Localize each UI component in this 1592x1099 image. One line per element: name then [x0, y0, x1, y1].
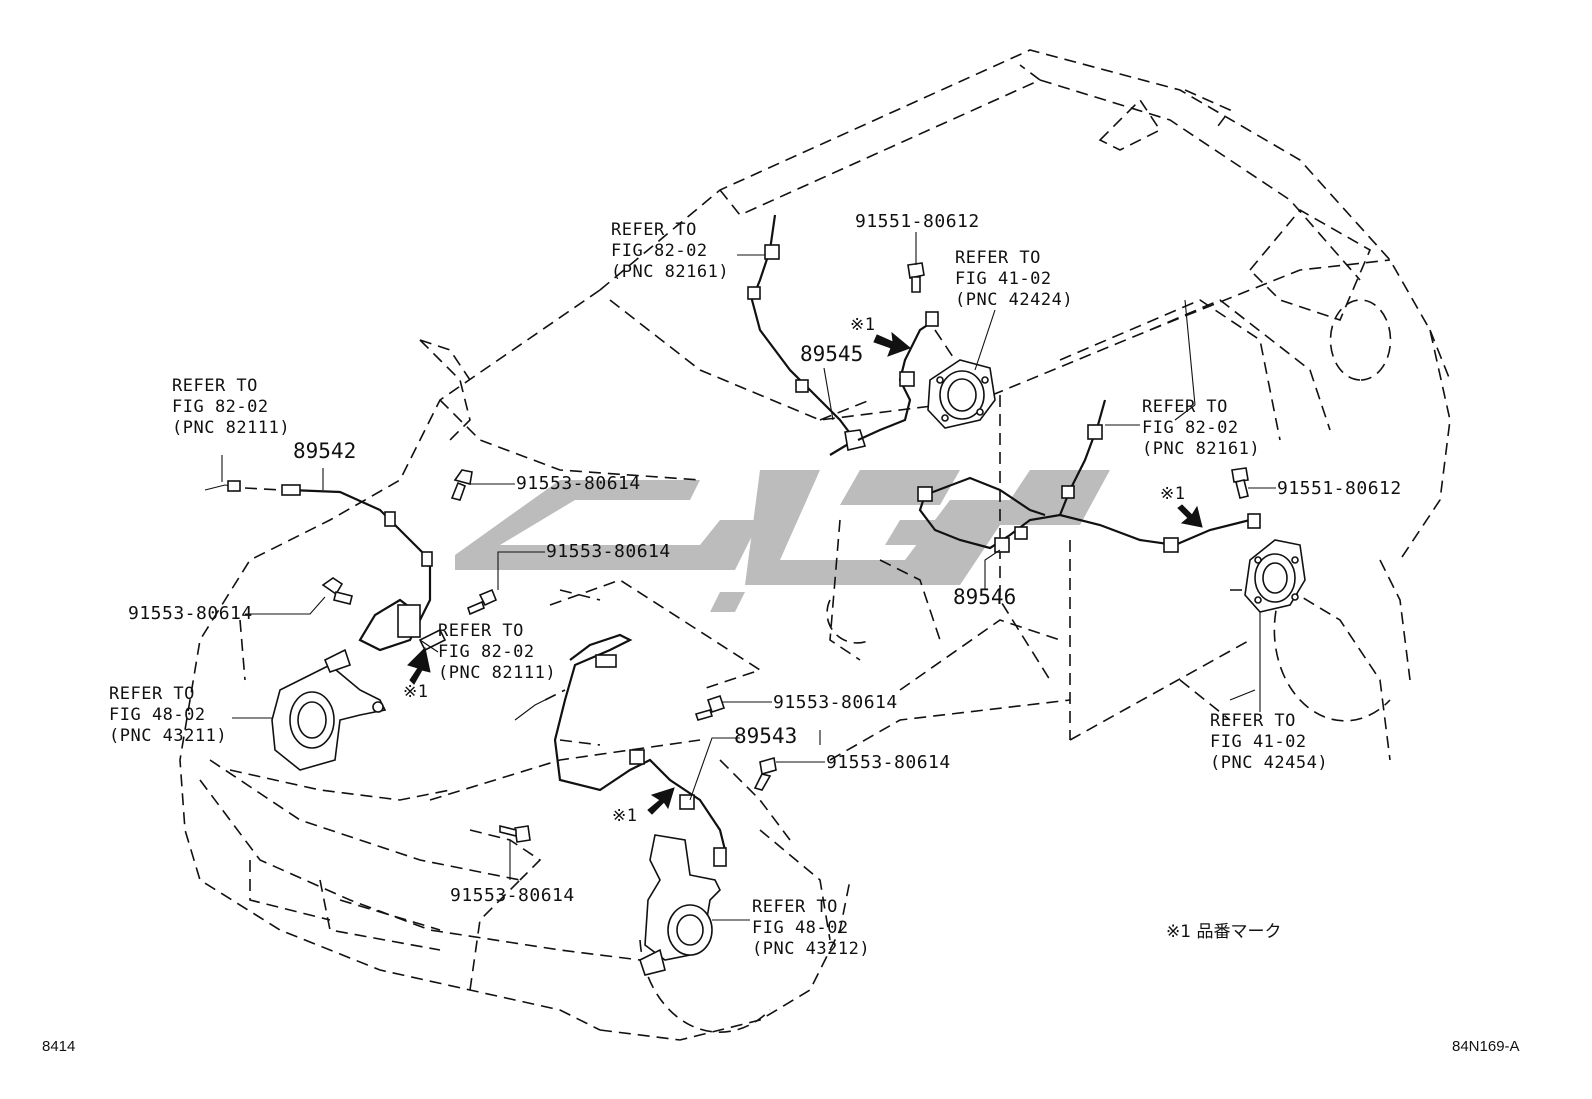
- part-number-91553-80614: 91553-80614: [826, 752, 951, 773]
- sensor-89543: [514, 633, 727, 867]
- bolts: [321, 262, 1249, 843]
- sensor-89546: [917, 399, 1261, 553]
- part-number-89542: 89542: [293, 439, 357, 463]
- part-number-91553-80614: 91553-80614: [128, 603, 253, 624]
- arrow-icon: [1177, 504, 1203, 528]
- mark-note-ref: ※1: [1160, 484, 1186, 504]
- callout-refer-82161-right: REFER TO FIG 82-02 (PNC 82161): [1142, 397, 1261, 459]
- arrow-icon: [647, 787, 675, 815]
- bolt-icon: [907, 262, 925, 293]
- steering-knuckle-left: [271, 648, 387, 771]
- bolt-icon: [321, 577, 353, 605]
- callout-refer-43211: REFER TO FIG 48-02 (PNC 43211): [109, 684, 228, 746]
- leader-lines: [221, 232, 1276, 921]
- mark-note-ref: ※1: [850, 315, 876, 335]
- figure-code: 8414: [42, 1038, 76, 1055]
- part-number-91553-80614: 91553-80614: [773, 692, 898, 713]
- part-number-89543: 89543: [734, 724, 798, 748]
- part-number-91553-80614: 91553-80614: [546, 541, 671, 562]
- bolt-icon: [499, 824, 531, 843]
- mark-note-ref: ※1: [612, 806, 638, 826]
- part-number-91553-80614: 91553-80614: [450, 885, 575, 906]
- rear-hub-right: [1244, 539, 1306, 613]
- callout-refer-82111-center: REFER TO FIG 82-02 (PNC 82111): [438, 621, 557, 683]
- arrow-icon: [873, 331, 911, 357]
- steering-knuckle-right: [639, 834, 721, 976]
- part-number-89546: 89546: [953, 585, 1017, 609]
- callout-refer-82111-left: REFER TO FIG 82-02 (PNC 82111): [172, 376, 291, 438]
- bolt-icon: [1231, 467, 1249, 499]
- part-number-91553-80614: 91553-80614: [516, 473, 641, 494]
- mark-note-ref: ※1: [403, 682, 429, 702]
- part-number-91551-80612: 91551-80612: [1277, 478, 1402, 499]
- sensor-89542: [204, 480, 447, 652]
- sensor-89545: [747, 214, 956, 456]
- bolt-icon: [753, 756, 777, 791]
- callout-refer-82161-top: REFER TO FIG 82-02 (PNC 82161): [611, 220, 730, 282]
- mark-arrows: [407, 331, 1203, 815]
- drawing-code: 84N169-A: [1452, 1038, 1520, 1055]
- arrow-icon: [407, 646, 431, 685]
- car-body-outline: [179, 49, 1451, 1041]
- bolt-icon: [467, 588, 498, 616]
- part-number-89545: 89545: [800, 342, 864, 366]
- callout-refer-42454: REFER TO FIG 41-02 (PNC 42454): [1210, 711, 1329, 773]
- part-number-91551-80612: 91551-80612: [855, 211, 980, 232]
- bolt-icon: [450, 469, 473, 501]
- legend-note: ※1 品番マーク: [1166, 922, 1282, 942]
- rear-hub-left: [927, 359, 996, 429]
- callout-refer-42424: REFER TO FIG 41-02 (PNC 42424): [955, 248, 1074, 310]
- bolt-icon: [694, 694, 726, 721]
- callout-refer-43212: REFER TO FIG 48-02 (PNC 43212): [752, 897, 871, 959]
